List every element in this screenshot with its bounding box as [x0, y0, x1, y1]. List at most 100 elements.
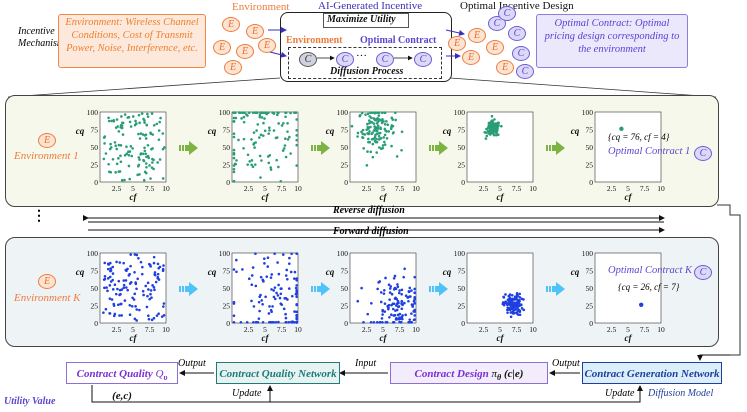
x-tick-label: 10	[657, 325, 665, 334]
contract-quality-q: Q	[155, 368, 164, 380]
scatter-point	[381, 118, 384, 121]
scatter-point	[280, 303, 284, 306]
x-axis-label: cf	[262, 192, 270, 202]
scatter-point	[410, 321, 414, 324]
funnel-line-right	[449, 77, 717, 98]
y-tick-label: 50	[458, 143, 466, 152]
scatter-point	[395, 155, 399, 158]
scatter-point	[149, 132, 153, 136]
y-axis-label: cq	[326, 267, 335, 277]
scatter-point	[392, 288, 396, 291]
scatter-point	[111, 288, 115, 291]
scatter-point	[108, 312, 112, 315]
scatter-point	[150, 296, 153, 299]
scatter-point	[283, 144, 287, 147]
scatter-point	[145, 305, 149, 309]
scatter-point	[272, 295, 276, 299]
scatter-point	[120, 178, 124, 182]
scatter-point	[250, 159, 254, 162]
scatter-point	[295, 277, 298, 280]
scatter-point	[107, 116, 110, 120]
scatter-point	[163, 146, 166, 149]
scatter-point	[160, 315, 164, 318]
ellipsis: ···	[356, 50, 367, 62]
scatter-point	[388, 287, 392, 290]
scatter-point	[144, 152, 148, 156]
x-tick-label: 2.5	[244, 184, 254, 193]
environment-k-label: Environment K	[14, 292, 81, 304]
scatter-point	[381, 313, 384, 316]
x-tick-label: 7.5	[512, 325, 522, 334]
scatter-point	[120, 126, 124, 130]
scatter-point	[287, 321, 291, 324]
scatter-point	[279, 287, 283, 290]
scatter-point	[495, 126, 498, 130]
scatter-point	[232, 156, 236, 160]
scatter-point	[149, 292, 152, 296]
vertical-dots: ⋮	[32, 209, 46, 224]
output-label-1: Output	[178, 358, 206, 369]
scatter-point	[252, 321, 255, 324]
scatter-point	[128, 313, 132, 317]
scatter-point	[161, 177, 165, 180]
scatter-point	[122, 286, 126, 290]
scatter-point	[264, 295, 267, 299]
environment-1-label: Environment 1	[14, 150, 79, 162]
scatter-point	[384, 321, 388, 324]
scatter-point	[268, 126, 271, 130]
scatter-point	[149, 177, 152, 180]
scatter-point	[262, 121, 265, 125]
x-tick-label: 10	[529, 325, 537, 334]
x-tick-label: 5	[263, 325, 267, 334]
scatter-point	[257, 317, 261, 320]
scatter-point	[407, 290, 411, 294]
y-axis-label: cq	[326, 126, 335, 136]
contract-node: C	[299, 52, 317, 67]
scatter-point	[284, 316, 288, 320]
scatter-point	[235, 258, 238, 262]
y-axis-label: cq	[571, 126, 580, 136]
scatter-point	[144, 284, 148, 288]
scatter-point	[137, 156, 141, 159]
scatter-point	[261, 321, 265, 324]
scatter-point	[286, 130, 289, 133]
contract-generation-network-box: Contract Generation Network	[582, 362, 722, 384]
scatter-point	[518, 292, 521, 296]
scatter-point	[489, 130, 492, 133]
scatter-point	[118, 293, 121, 297]
scatter-point	[102, 157, 106, 161]
scatter-point	[514, 303, 517, 307]
scatter-point	[270, 310, 273, 314]
scatter-point	[382, 140, 386, 144]
x-tick-label: 10	[294, 325, 302, 334]
scatter-point	[136, 277, 139, 281]
scatter-point	[138, 121, 141, 125]
scatter-point	[379, 300, 383, 304]
scatter-point	[364, 113, 367, 116]
scatter-point	[369, 111, 372, 114]
x-axis-label: cf	[130, 192, 138, 202]
scatter-point	[158, 265, 162, 269]
scatter-point	[367, 119, 371, 122]
scatter-point	[258, 154, 262, 158]
scatter-point	[232, 135, 236, 139]
scatter-point	[361, 128, 365, 132]
scatter-point	[144, 162, 148, 165]
scatter-point	[376, 117, 379, 120]
scatter-point	[141, 133, 145, 136]
scatter-point	[375, 129, 379, 133]
scatter-point	[268, 153, 272, 157]
scatter-point	[519, 303, 523, 307]
scatter-point	[369, 125, 372, 129]
y-tick-label: 25	[91, 302, 99, 311]
scatter-point	[393, 274, 397, 278]
scatter-point	[409, 295, 412, 298]
y-tick-label: 50	[341, 143, 349, 152]
scatter-point	[117, 143, 121, 147]
scatter-point	[295, 128, 298, 132]
scatter-point	[109, 269, 113, 272]
scatter-point	[293, 111, 296, 114]
scatter-point	[387, 130, 391, 133]
y-tick-label: 75	[458, 126, 466, 135]
